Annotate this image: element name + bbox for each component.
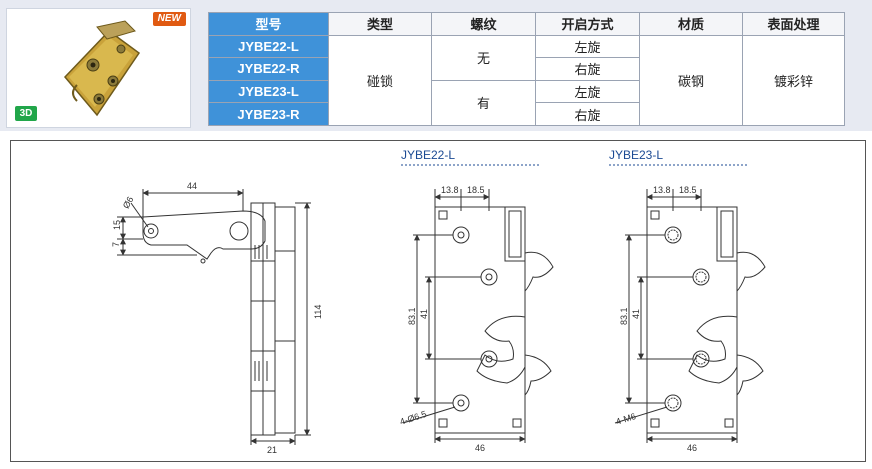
drawing-canvas: 44 Ø6 15 7 114 21 JYBE22-L [111, 148, 766, 455]
dim-21: 21 [267, 445, 277, 455]
dim-hole: 4-M6 [615, 411, 638, 427]
product-photo [63, 20, 141, 117]
header-opening: 开启方式 [535, 12, 640, 36]
table-row: JYBE23-L 有 左旋 [208, 79, 845, 127]
table-row: JYBE22-L 碰锁 无 左旋 碳钢 镀彩锌 [208, 34, 845, 127]
technical-drawing: 44 Ø6 15 7 114 21 JYBE22-L [10, 140, 866, 462]
product-photo-card: NEW 3D [6, 8, 191, 128]
dim-hole: 4-Ø6.5 [399, 409, 428, 427]
model-cell[interactable]: JYBE22-R [208, 57, 329, 81]
side-view [117, 189, 311, 445]
finish-cell: 镀彩锌 [742, 34, 845, 127]
view-title-jybe22-l: JYBE22-L [401, 148, 455, 162]
dim-83-1: 83.1 [619, 307, 629, 325]
model-cell[interactable]: JYBE22-L [208, 34, 329, 59]
dim-15: 15 [112, 220, 122, 230]
opening-cell: 右旋 [535, 102, 640, 126]
dim-41: 41 [419, 309, 429, 319]
header-material: 材质 [639, 12, 743, 36]
dim-phi6: Ø6 [121, 195, 136, 210]
dim-41: 41 [631, 309, 641, 319]
type-cell: 碰锁 [328, 34, 432, 127]
thread-cell: 无 [431, 34, 536, 81]
dim-44: 44 [187, 181, 197, 191]
new-badge: NEW [152, 12, 186, 26]
dim-7: 7 [111, 242, 121, 247]
header-thread: 螺纹 [431, 12, 536, 36]
dim-18-5: 18.5 [467, 185, 485, 195]
dim-83-1: 83.1 [407, 307, 417, 325]
dim-18-5: 18.5 [679, 185, 697, 195]
thread-cell: 有 [431, 79, 536, 127]
dim-46: 46 [475, 443, 485, 453]
header-type: 类型 [328, 12, 432, 36]
model-cell[interactable]: JYBE23-L [208, 79, 329, 104]
dim-13-8: 13.8 [441, 185, 459, 195]
model-cell[interactable]: JYBE23-R [208, 102, 329, 126]
opening-cell: 左旋 [535, 79, 640, 104]
dim-13-8: 13.8 [653, 185, 671, 195]
opening-cell: 左旋 [535, 34, 640, 59]
dim-114: 114 [313, 305, 323, 319]
opening-cell: 右旋 [535, 57, 640, 81]
material-cell: 碳钢 [639, 34, 743, 127]
3d-badge[interactable]: 3D [15, 106, 37, 121]
table-header-row: 型号 类型 螺纹 开启方式 材质 表面处理 [208, 12, 845, 36]
dim-46: 46 [687, 443, 697, 453]
header-finish: 表面处理 [742, 12, 845, 36]
front-view-jybe22-l [402, 189, 554, 443]
view-title-jybe23-l: JYBE23-L [609, 148, 663, 162]
header-model: 型号 [208, 12, 329, 36]
spec-table: 型号 类型 螺纹 开启方式 材质 表面处理 JYBE22-L 碰锁 无 左旋 碳… [208, 12, 845, 127]
table-row: JYBE23-R 右旋 [208, 102, 845, 126]
front-view-jybe23-l [614, 189, 766, 443]
